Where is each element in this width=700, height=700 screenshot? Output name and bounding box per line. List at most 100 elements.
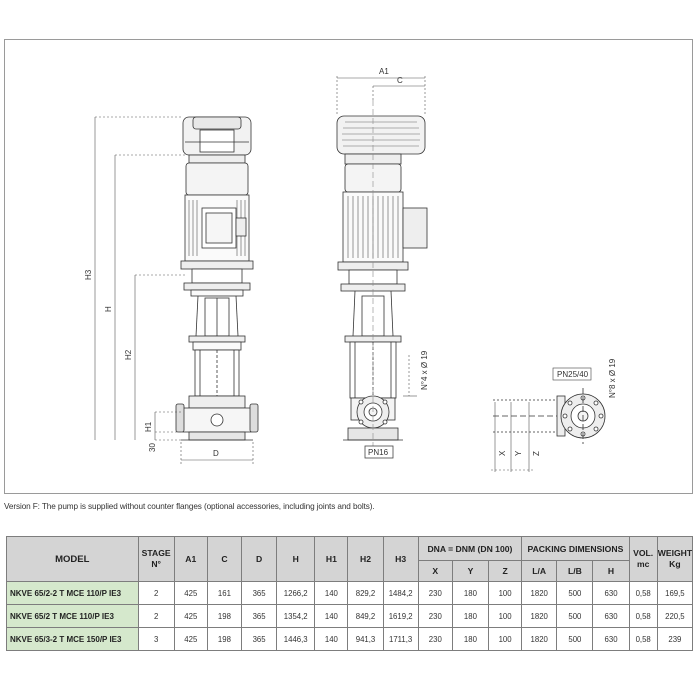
cell-model: NKVE 65/3-2 T MCE 150/P IE3: [6, 627, 139, 651]
cell-h1: 140: [314, 604, 349, 628]
cell-a1: 425: [173, 604, 208, 628]
cell-z: 100: [488, 581, 523, 605]
header-model: MODEL: [6, 536, 139, 582]
cell-packing-h: 630: [592, 627, 630, 651]
table-row: NKVE 65/3-2 T MCE 150/P IE3 3 425 198 36…: [6, 627, 694, 651]
cell-la: 1820: [521, 627, 558, 651]
header-vol: VOL.mc: [628, 536, 658, 582]
cell-lb: 500: [556, 604, 594, 628]
cell-y: 180: [451, 604, 490, 628]
cell-lb: 500: [556, 627, 594, 651]
cell-h1: 140: [314, 581, 349, 605]
dim-label-x: X: [498, 450, 507, 456]
header-a1: A1: [173, 536, 208, 582]
cell-x: 230: [417, 581, 453, 605]
header-d: D: [240, 536, 278, 582]
pump-drawing-svg: A1 C D H3 H H2 H1 30 PN16 PN25/40 N°4 x …: [84, 67, 617, 472]
side-view-dimensions: [336, 76, 426, 446]
dim-label-c: C: [397, 76, 403, 85]
cell-model: NKVE 65/2 T MCE 110/P IE3: [6, 604, 139, 628]
cell-stage: 2: [137, 581, 175, 605]
dim-label-y: Y: [514, 450, 523, 456]
cell-h2: 849,2: [347, 604, 384, 628]
cell-c: 198: [206, 604, 243, 628]
cell-h2: 941,3: [347, 627, 384, 651]
front-view-dimensions: [93, 116, 254, 464]
cell-a1: 425: [173, 581, 208, 605]
dim-label-h: H: [104, 306, 113, 312]
cell-lb: 500: [556, 581, 594, 605]
header-h2: H2: [347, 536, 384, 582]
cell-vol: 0,58: [628, 604, 658, 628]
header-c: C: [206, 536, 243, 582]
cell-x: 230: [417, 604, 453, 628]
header-packing: PACKING DIMENSIONS: [521, 536, 630, 561]
cell-h: 1446,3: [276, 627, 316, 651]
cell-stage: 2: [137, 604, 175, 628]
technical-drawing: A1 C D H3 H H2 H1 30 PN16 PN25/40 N°4 x …: [4, 39, 693, 494]
cell-h: 1354,2: [276, 604, 316, 628]
table-row: NKVE 65/2 T MCE 110/P IE3 2 425 198 365 …: [6, 604, 694, 628]
cell-weight: 239: [656, 627, 694, 651]
flange-detail-view: [493, 388, 606, 444]
header-h3: H3: [382, 536, 419, 582]
dim-label-d: D: [213, 449, 219, 458]
cell-h3: 1484,2: [382, 581, 419, 605]
cell-h: 1266,2: [276, 581, 316, 605]
cell-a1: 425: [173, 627, 208, 651]
cell-la: 1820: [521, 581, 558, 605]
pn16-label: [364, 445, 394, 459]
version-note: Version F: The pump is supplied without …: [4, 502, 375, 511]
table-row: NKVE 65/2-2 T MCE 110/P IE3 2 425 161 36…: [6, 581, 694, 605]
holes-8-text: N°8 x Ø 19: [608, 358, 617, 398]
header-packing-h: H: [592, 560, 630, 582]
header-lb: L/B: [556, 560, 594, 582]
flange-detail-dimensions: [491, 367, 592, 472]
header-h: H: [276, 536, 316, 582]
cell-y: 180: [451, 627, 490, 651]
cell-packing-h: 630: [592, 604, 630, 628]
cell-model: NKVE 65/2-2 T MCE 110/P IE3: [6, 581, 139, 605]
cell-d: 365: [240, 581, 278, 605]
dim-label-a1: A1: [379, 67, 389, 76]
header-h1: H1: [314, 536, 349, 582]
header-x: X: [417, 560, 453, 582]
cell-weight: 220,5: [656, 604, 694, 628]
cell-c: 161: [206, 581, 243, 605]
dim-label-z: Z: [532, 451, 541, 456]
cell-z: 100: [488, 627, 523, 651]
cell-d: 365: [240, 604, 278, 628]
header-la: L/A: [521, 560, 558, 582]
header-z: Z: [488, 560, 523, 582]
dim-label-h1: H1: [144, 421, 153, 432]
side-view-pump: [336, 115, 428, 441]
cell-c: 198: [206, 627, 243, 651]
cell-h2: 829,2: [347, 581, 384, 605]
header-dna: DNA = DNM (DN 100): [417, 536, 523, 561]
holes-4-text: N°4 x Ø 19: [420, 350, 429, 390]
front-view-pump: [175, 116, 259, 441]
cell-h3: 1711,3: [382, 627, 419, 651]
pn25-text: PN25/40: [557, 370, 589, 379]
cell-h1: 140: [314, 627, 349, 651]
cell-y: 180: [451, 581, 490, 605]
dim-label-h3: H3: [84, 269, 93, 280]
cell-vol: 0,58: [628, 581, 658, 605]
cell-weight: 169,5: [656, 581, 694, 605]
cell-d: 365: [240, 627, 278, 651]
table-subheader-row: X Y Z L/A L/B H: [7, 560, 693, 582]
pn16-text: PN16: [368, 448, 389, 457]
cell-packing-h: 630: [592, 581, 630, 605]
cell-x: 230: [417, 627, 453, 651]
cell-z: 100: [488, 604, 523, 628]
cell-la: 1820: [521, 604, 558, 628]
header-y: Y: [451, 560, 490, 582]
cell-stage: 3: [137, 627, 175, 651]
dim-label-30: 30: [148, 443, 157, 452]
dim-label-h2: H2: [124, 349, 133, 360]
cell-h3: 1619,2: [382, 604, 419, 628]
